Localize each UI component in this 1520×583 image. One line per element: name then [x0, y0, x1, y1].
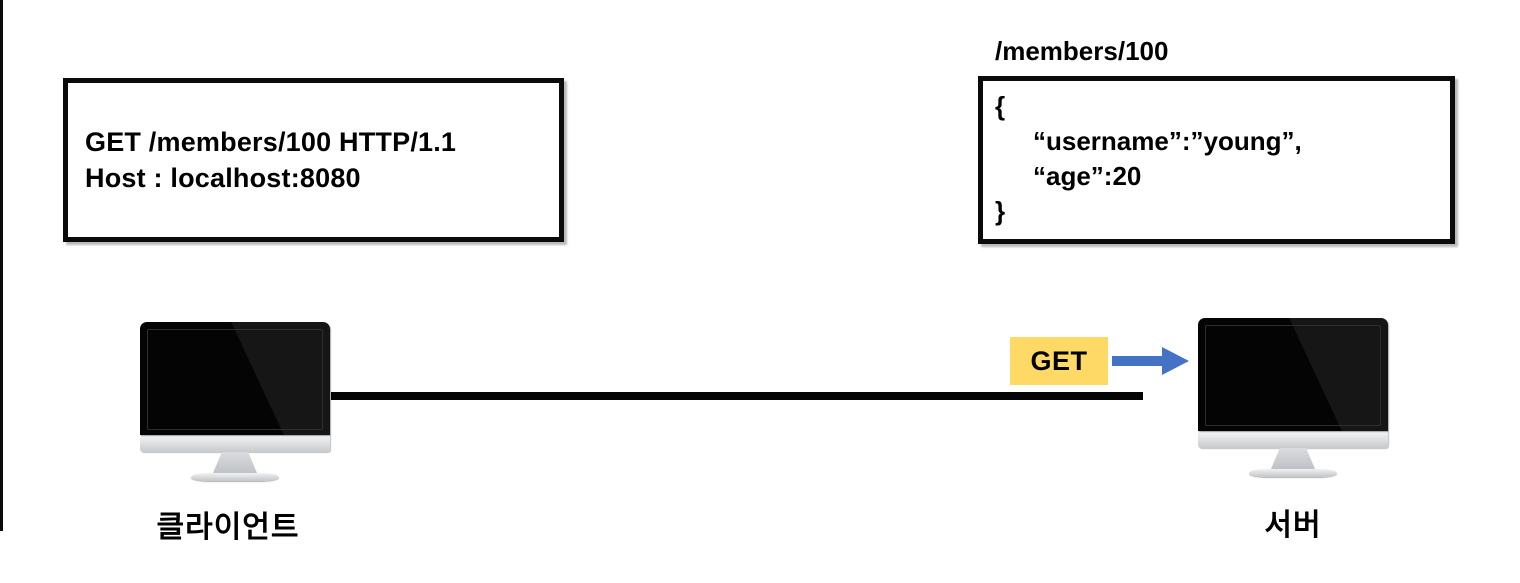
- response-json-box: { “username”:”young”, “age”:20 }: [978, 76, 1455, 244]
- client-monitor-chin: [140, 435, 330, 452]
- arrow-right-icon: [1112, 347, 1190, 375]
- json-brace-close: }: [995, 196, 1006, 226]
- request-line-host: Host : localhost:8080: [85, 163, 361, 193]
- arrow-shaft: [1112, 356, 1164, 366]
- json-field-age: “age”:20: [1033, 161, 1142, 191]
- client-monitor-base: [191, 473, 279, 481]
- server-monitor-screen: [1198, 318, 1388, 431]
- server-monitor-stand: [1271, 448, 1315, 469]
- server-monitor-icon: [1198, 318, 1388, 477]
- arrow-head: [1162, 347, 1189, 375]
- server-monitor-screen-frame: [1205, 325, 1381, 426]
- request-line-method: GET /members/100 HTTP/1.1: [85, 127, 457, 157]
- http-request-box: GET /members/100 HTTP/1.1 Host : localho…: [63, 78, 564, 242]
- client-monitor-screen: [140, 322, 330, 435]
- server-monitor-chin: [1198, 431, 1388, 448]
- response-path-label: /members/100: [995, 36, 1169, 66]
- json-field-username: “username”:”young”,: [1033, 126, 1302, 156]
- client-server-connection-line: [331, 392, 1143, 400]
- client-monitor-screen-frame: [147, 329, 323, 430]
- get-method-badge: GET: [1010, 337, 1108, 385]
- json-brace-open: {: [995, 91, 1006, 121]
- client-monitor-icon: [140, 322, 330, 481]
- client-label: 클라이언트: [156, 511, 300, 544]
- slide-left-border: [0, 0, 3, 531]
- server-label: 서버: [1264, 509, 1322, 542]
- server-monitor-base: [1249, 469, 1337, 477]
- client-monitor-stand: [213, 452, 257, 473]
